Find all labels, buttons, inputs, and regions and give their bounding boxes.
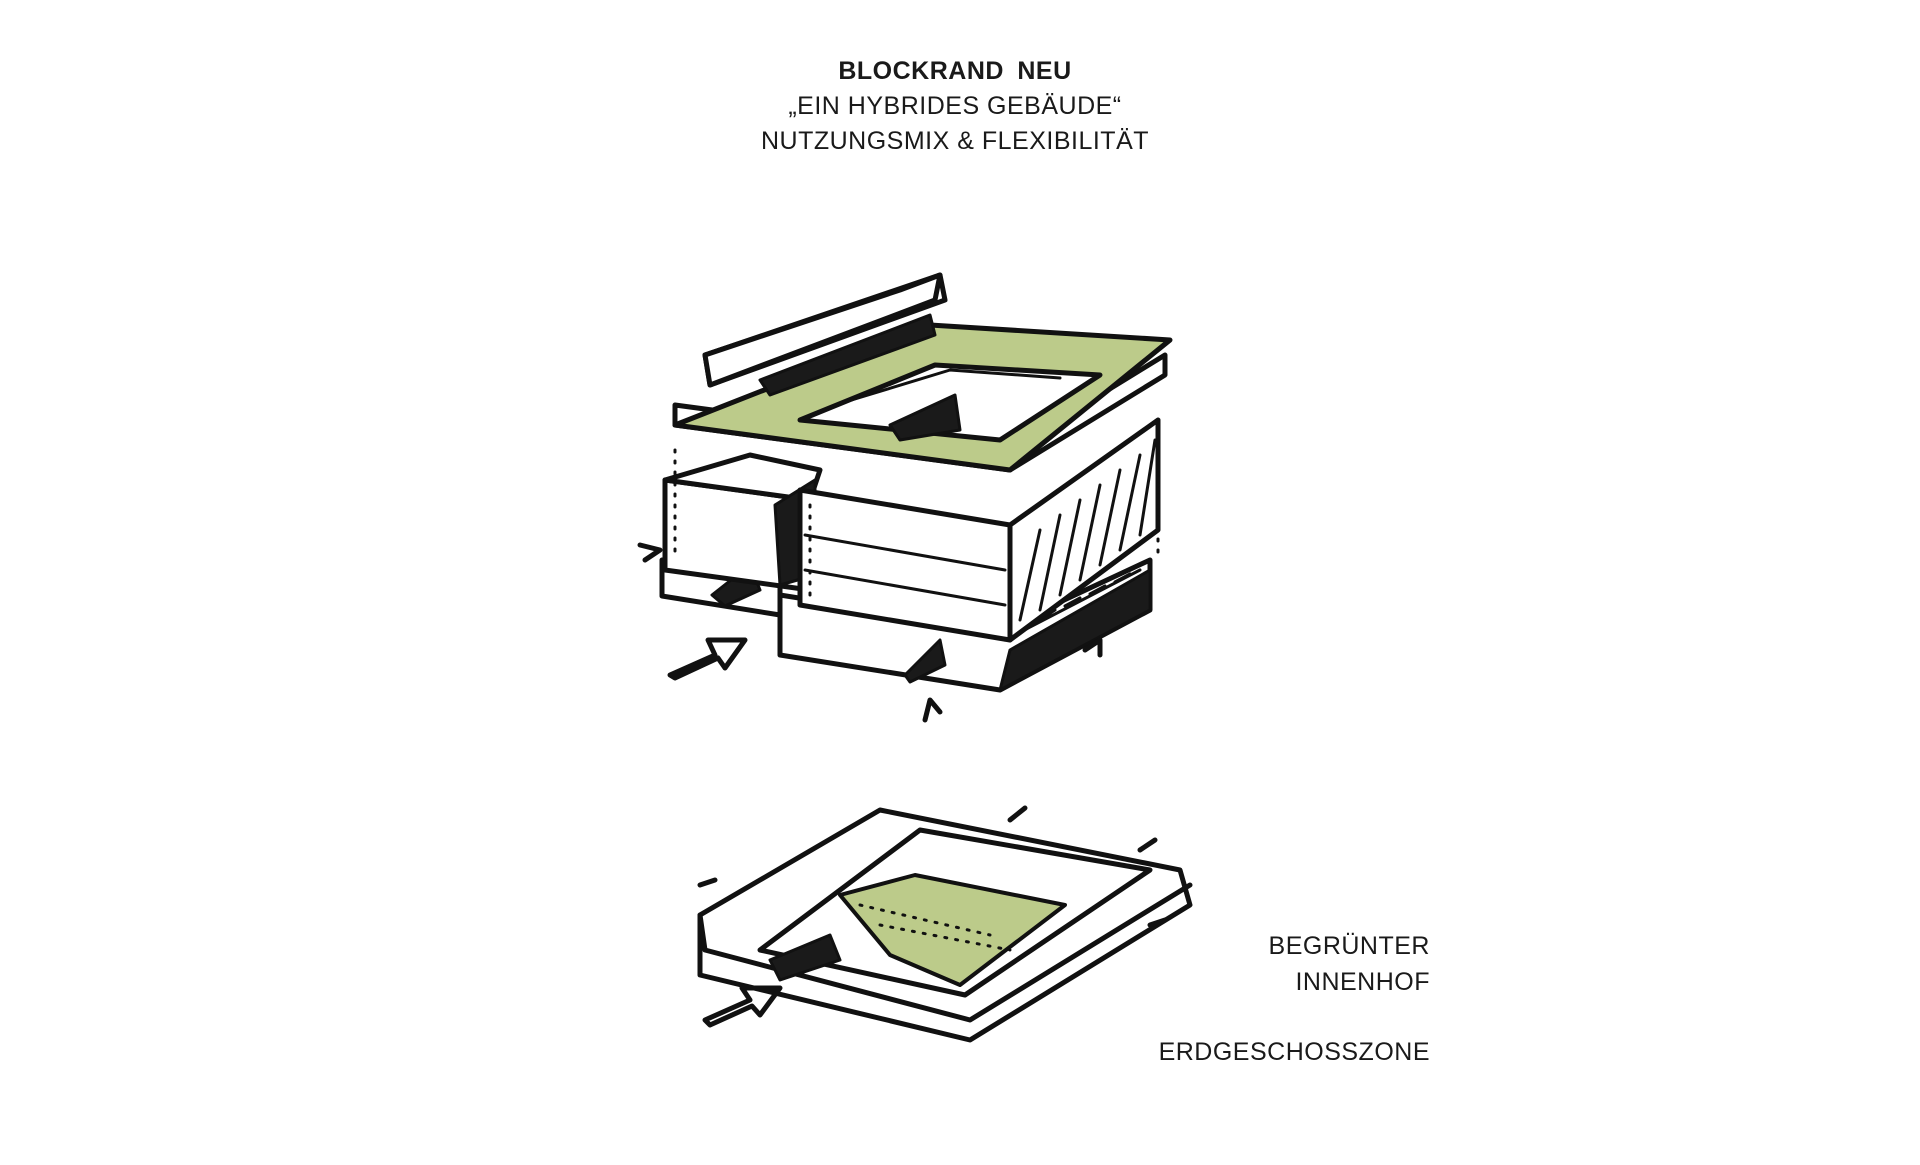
plan-tick-marks xyxy=(697,805,1168,928)
middle-box-left-top xyxy=(662,452,823,503)
hybrid-building-sketch xyxy=(637,272,1173,723)
ground-slab-shadow xyxy=(998,568,1152,692)
ground-entry-shadow-front xyxy=(903,638,947,684)
entry-arrow-icon xyxy=(667,637,748,681)
entry-tick-icon xyxy=(922,697,943,723)
upper-bar-shadow xyxy=(758,313,937,397)
courtyard-shadow xyxy=(888,393,962,442)
plan-outer-edge xyxy=(697,807,1193,1043)
plan-inner-edge xyxy=(697,882,1193,1023)
middle-body-floor-lines xyxy=(803,533,1007,607)
diagram-tagline: NUTZUNGSMIX & FLEXIBILITÄT xyxy=(760,127,1150,155)
diagram-subtitle: „EIN HYBRIDES GEBÄUDE“ xyxy=(788,92,1122,120)
plan-inner-ring xyxy=(757,827,1153,998)
construction-dots xyxy=(673,438,1160,602)
label-ground-zone: ERDGESCHOSSZONE xyxy=(1158,1038,1430,1066)
entry-tick-icon xyxy=(637,542,663,563)
legend-labels: BEGRÜNTER INNENHOF ERDGESCHOSSZONE xyxy=(1159,928,1430,1070)
middle-body-hatching xyxy=(1018,438,1157,622)
upper-bar-top xyxy=(702,272,943,388)
diagram-title-block: BLOCKRAND NEU „EIN HYBRIDES GEBÄUDE“ NUT… xyxy=(660,54,1250,159)
label-courtyard: INNENHOF xyxy=(1295,968,1430,996)
plan-passage-shadow xyxy=(768,933,842,982)
courtyard-plan-sketch xyxy=(697,805,1193,1043)
diagram-title: BLOCKRAND NEU xyxy=(838,57,1072,85)
green-courtyard xyxy=(838,873,1067,987)
roof-courtyard-inner-edge xyxy=(833,368,1062,407)
plan-entry-arrow-icon xyxy=(702,985,783,1028)
label-greened: BEGRÜNTER xyxy=(1268,932,1430,960)
entry-tick-icon xyxy=(1082,637,1103,658)
courtyard-texture xyxy=(858,903,1012,952)
